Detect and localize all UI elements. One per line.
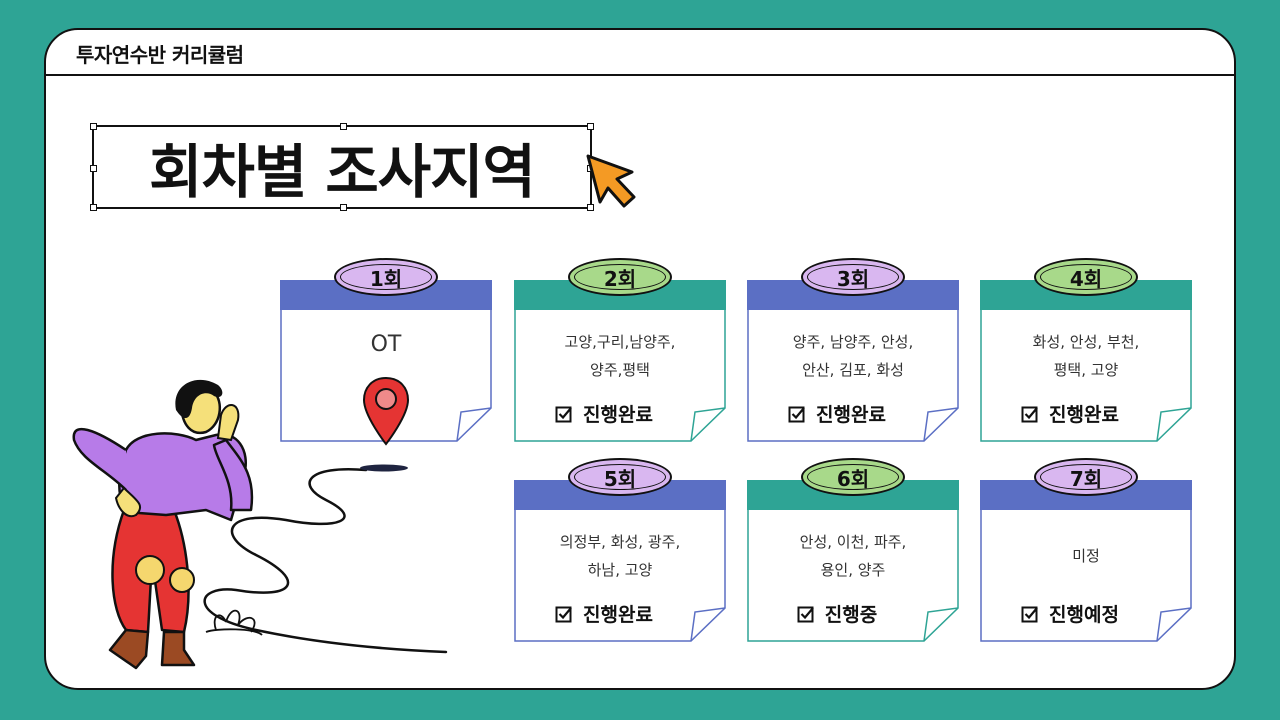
session-number: 4회 bbox=[1069, 266, 1103, 291]
session-badge: 1회 bbox=[334, 258, 438, 296]
region-line: 양주,평택 bbox=[590, 361, 650, 379]
region-line: 양주, 남양주, 안성, bbox=[792, 333, 914, 351]
region-line: 용인, 양주 bbox=[820, 561, 886, 579]
title-selection-box[interactable]: 회차별 조사지역 bbox=[90, 123, 594, 211]
card-fold-corner bbox=[690, 607, 726, 642]
status-label: 진행예정 bbox=[1049, 604, 1119, 626]
status-label: 진행완료 bbox=[583, 404, 653, 426]
session-badge: 2회 bbox=[568, 258, 672, 296]
status-label: 진행중 bbox=[824, 604, 878, 626]
card-fold-corner bbox=[1156, 607, 1192, 642]
region-line: 평택, 고양 bbox=[1053, 361, 1119, 379]
status-row: 진행완료 bbox=[747, 400, 927, 427]
checkbox-checked-icon bbox=[797, 606, 814, 622]
region-line: 안성, 이천, 파주, bbox=[799, 533, 907, 551]
session-number: 5회 bbox=[603, 466, 637, 491]
card-description: 화성, 안성, 부천, 평택, 고양 bbox=[980, 328, 1192, 384]
map-pin-icon bbox=[362, 376, 410, 446]
session-number: 3회 bbox=[836, 266, 870, 291]
header-title: 투자연수반 커리큘럼 bbox=[76, 43, 244, 67]
card-fold-corner bbox=[923, 607, 959, 642]
region-line: 화성, 안성, 부천, bbox=[1032, 333, 1140, 351]
header-bar: 투자연수반 커리큘럼 bbox=[46, 30, 1234, 76]
session-number: 1회 bbox=[369, 266, 403, 291]
session-number: 7회 bbox=[1069, 466, 1103, 491]
card-description: 안성, 이천, 파주, 용인, 양주 bbox=[747, 528, 959, 584]
region-line: 의정부, 화성, 광주, bbox=[559, 533, 681, 551]
session-badge: 4회 bbox=[1034, 258, 1138, 296]
card-fold-corner bbox=[690, 407, 726, 442]
resize-handle[interactable] bbox=[587, 204, 594, 211]
status-row: 진행완료 bbox=[514, 600, 694, 627]
card-description: 미정 bbox=[980, 542, 1192, 570]
checkbox-checked-icon bbox=[555, 606, 572, 622]
status-row: 진행완료 bbox=[514, 400, 694, 427]
status-label: 진행완료 bbox=[816, 404, 886, 426]
region-line: 안산, 김포, 화성 bbox=[802, 361, 904, 379]
resize-handle[interactable] bbox=[340, 123, 347, 130]
resize-handle[interactable] bbox=[90, 165, 97, 172]
session-badge: 5회 bbox=[568, 458, 672, 496]
region-line: 하남, 고양 bbox=[587, 561, 653, 579]
region-line: 고양,구리,남양주, bbox=[564, 333, 676, 351]
resize-handle[interactable] bbox=[90, 123, 97, 130]
cursor-arrow-icon bbox=[586, 154, 636, 208]
session-number: 6회 bbox=[836, 466, 870, 491]
region-line: 미정 bbox=[1072, 547, 1100, 565]
card-description: 양주, 남양주, 안성, 안산, 김포, 화성 bbox=[747, 328, 959, 384]
status-row: 진행완료 bbox=[980, 400, 1160, 427]
card-description: 고양,구리,남양주, 양주,평택 bbox=[514, 328, 726, 384]
card-description: 의정부, 화성, 광주, 하남, 고양 bbox=[514, 528, 726, 584]
card-paper bbox=[980, 480, 1192, 642]
checkbox-checked-icon bbox=[1021, 406, 1038, 422]
session-badge: 7회 bbox=[1034, 458, 1138, 496]
card-fold-corner bbox=[456, 407, 492, 442]
session-card: 1회 OT bbox=[280, 258, 492, 446]
card-fold-corner bbox=[923, 407, 959, 442]
card-description: OT bbox=[370, 332, 402, 357]
checkbox-checked-icon bbox=[555, 406, 572, 422]
page-title: 회차별 조사지역 bbox=[149, 138, 536, 206]
checkbox-checked-icon bbox=[1021, 606, 1038, 622]
resize-handle[interactable] bbox=[90, 204, 97, 211]
resize-handle[interactable] bbox=[587, 123, 594, 130]
card-fold-corner bbox=[1156, 407, 1192, 442]
status-row: 진행중 bbox=[747, 600, 927, 627]
status-row: 진행예정 bbox=[980, 600, 1160, 627]
session-badge: 6회 bbox=[801, 458, 905, 496]
checkbox-checked-icon bbox=[788, 406, 805, 422]
status-label: 진행완료 bbox=[1049, 404, 1119, 426]
resize-handle[interactable] bbox=[340, 204, 347, 211]
person-illustration bbox=[72, 379, 448, 670]
session-badge: 3회 bbox=[801, 258, 905, 296]
status-label: 진행완료 bbox=[583, 604, 653, 626]
session-number: 2회 bbox=[603, 266, 637, 291]
